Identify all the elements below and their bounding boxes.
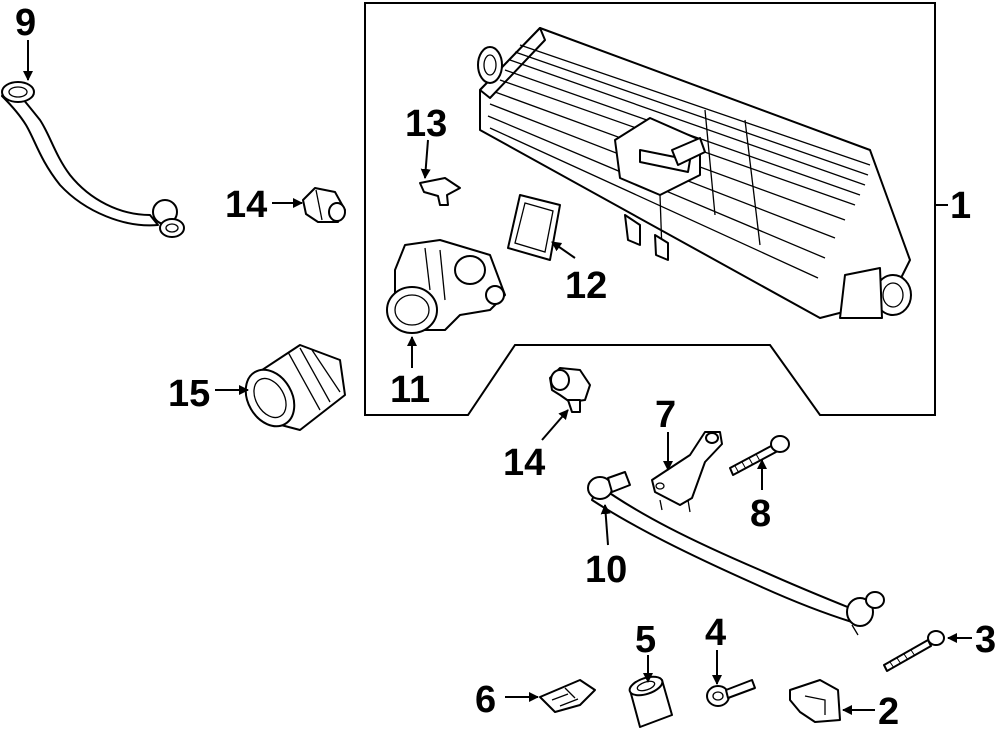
callout-4: 4 (705, 612, 726, 654)
callout-3: 3 (975, 619, 996, 661)
assembly-outline (364, 2, 936, 416)
throttle-body-part-11 (386, 239, 506, 334)
clip-part-13 (419, 177, 461, 206)
callout-arrow-12 (551, 241, 576, 259)
bolt-part-8 (729, 435, 790, 476)
callout-13: 13 (405, 103, 447, 145)
intercooler-part (477, 27, 912, 319)
bracket-part-7 (651, 431, 723, 513)
callout-5: 5 (635, 619, 656, 661)
callout-12: 12 (565, 265, 607, 307)
bracket-part-2 (789, 679, 841, 723)
callout-11: 11 (390, 369, 430, 411)
tube-part-10 (587, 471, 885, 636)
sensor-part-14-lower (549, 367, 591, 413)
callout-1: 1 (950, 185, 971, 227)
gasket-part-12 (507, 194, 561, 261)
clip-part-6 (539, 679, 596, 713)
callout-7: 7 (655, 394, 676, 436)
bolt-part-3 (883, 630, 945, 672)
callout-arrow-13 (420, 139, 431, 179)
callout-arrow-10 (600, 504, 611, 546)
callout-8: 8 (750, 493, 771, 535)
callout-15: 15 (168, 373, 210, 415)
callout-14-lower: 14 (503, 442, 545, 484)
callout-6: 6 (475, 679, 496, 721)
bushing-part-5 (628, 675, 673, 728)
callout-arrow-14-lower (541, 409, 569, 441)
stud-part-4 (706, 679, 756, 707)
sensor-part-14-upper (302, 187, 346, 223)
hose-part-9 (1, 81, 185, 238)
callout-2: 2 (878, 691, 899, 730)
callout-9: 9 (15, 2, 36, 44)
coupler-part-15 (244, 344, 346, 431)
callout-14-upper: 14 (225, 184, 267, 226)
callout-10: 10 (585, 549, 627, 591)
